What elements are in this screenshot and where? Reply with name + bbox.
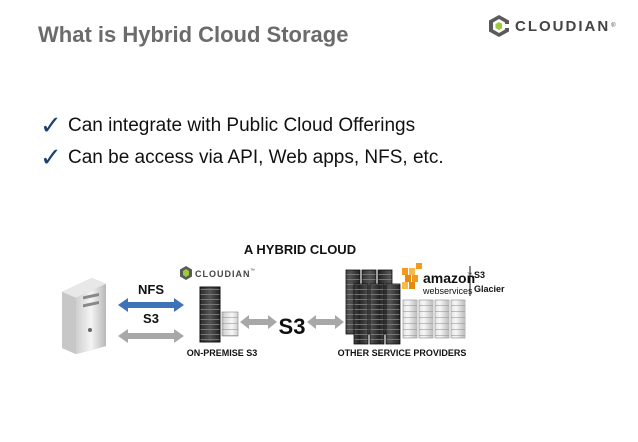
nfs-arrow — [118, 298, 184, 312]
diagram-title: A HYBRID CLOUD — [244, 242, 356, 257]
webservices-text: webservices — [422, 286, 473, 296]
provider-server-cluster-icon — [346, 270, 400, 344]
providers-label: OTHER SERVICE PROVIDERS — [338, 348, 467, 358]
cloudian-small-logo: CLOUDIAN ™ — [180, 266, 255, 280]
desktop-tower-icon — [62, 278, 106, 354]
onprem-label: ON-PREMISE S3 — [187, 348, 258, 358]
s3-center-label: S3 — [279, 314, 306, 339]
bidirectional-arrow — [240, 315, 277, 329]
onprem-logo-tm: ™ — [250, 268, 255, 274]
s3-protocol-label: S3 — [143, 311, 159, 326]
aws-service-glacier: Glacier — [474, 284, 505, 294]
nfs-label: NFS — [138, 282, 164, 297]
disk-stack-icon — [222, 312, 238, 336]
aws-logo-icon: amazon ™ webservices — [402, 263, 475, 296]
aws-service-s3: S3 — [474, 270, 485, 280]
onprem-logo-text: CLOUDIAN — [195, 269, 251, 279]
server-rack-icon — [200, 287, 220, 342]
bidirectional-arrow — [307, 315, 344, 329]
provider-disk-array-icon — [403, 300, 465, 338]
s3-protocol-arrow — [118, 329, 184, 343]
